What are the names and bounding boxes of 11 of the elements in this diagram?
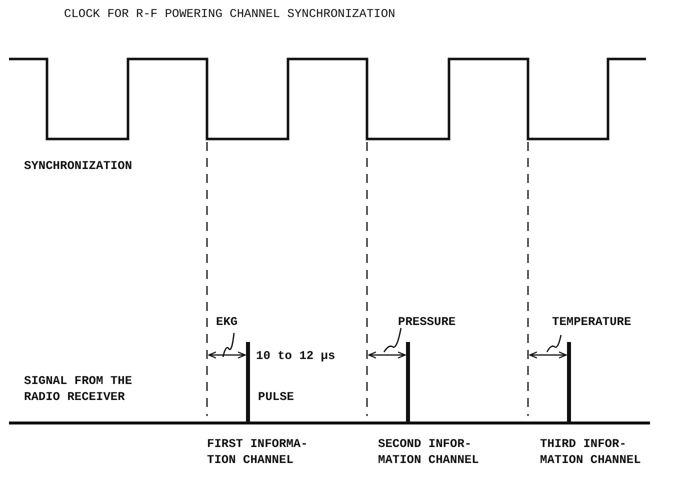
signal-label: SIGNAL FROM THE RADIO RECEIVER [24,373,134,405]
signal-label: SYNCHRONIZATION [24,158,132,174]
channel-label: PRESSURE [398,314,456,330]
channel-label: TEMPERATURE [552,314,632,330]
channel-label: EKG [216,314,238,330]
channel-caption: FIRST INFORMA- TION CHANNEL [207,436,309,468]
channel-caption: THIRD INFOR- MATION CHANNEL [540,436,642,468]
diagram-title: CLOCK FOR R-F POWERING CHANNEL SYNCHRONIZATION [64,6,396,22]
channel-caption: SECOND INFOR- MATION CHANNEL [378,436,480,468]
dimension-label: 10 to 12 μs [256,348,336,364]
pulse-label: PULSE [258,389,294,405]
